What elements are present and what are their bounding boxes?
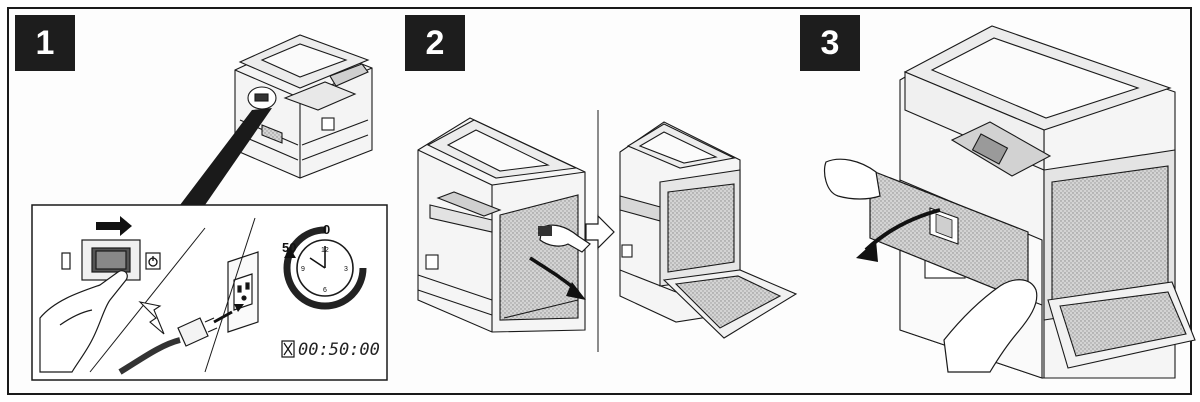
dial-mark-12: 12 (321, 247, 329, 254)
dial-label-left: 50 (282, 240, 296, 255)
wall-outlet-icon (227, 251, 259, 333)
hand-pull-icon (539, 224, 591, 253)
hand-finger-icon (39, 270, 128, 373)
dial-mark-9: 9 (301, 266, 305, 273)
pull-arrow-icon (138, 301, 165, 335)
step-2-badge: 2 (405, 15, 465, 71)
dial-label-top: 0 (323, 222, 330, 237)
standby-icon (148, 256, 158, 267)
zoom-callout-beam (180, 108, 272, 205)
clock-icon (283, 226, 367, 310)
printer-open-2b (619, 121, 798, 339)
dial-mark-6: 6 (323, 287, 327, 294)
power-switch-icon (61, 239, 161, 281)
printer-front-2a (417, 117, 586, 333)
dial-mark-3: 3 (344, 266, 348, 273)
step-3-badge: 3 (800, 15, 860, 71)
left-hand-icon (823, 158, 881, 200)
right-hand-icon (943, 279, 1038, 373)
step-1-badge: 1 (15, 15, 75, 71)
timer-display: 00:50:00 (298, 340, 380, 360)
hourglass-icon (281, 340, 295, 358)
power-cord-icon (118, 317, 218, 375)
arrow-right-icon (96, 216, 132, 236)
insert-arrow-icon (216, 304, 244, 318)
printer-overview-1 (234, 34, 373, 179)
next-step-arrow-icon (585, 214, 615, 250)
